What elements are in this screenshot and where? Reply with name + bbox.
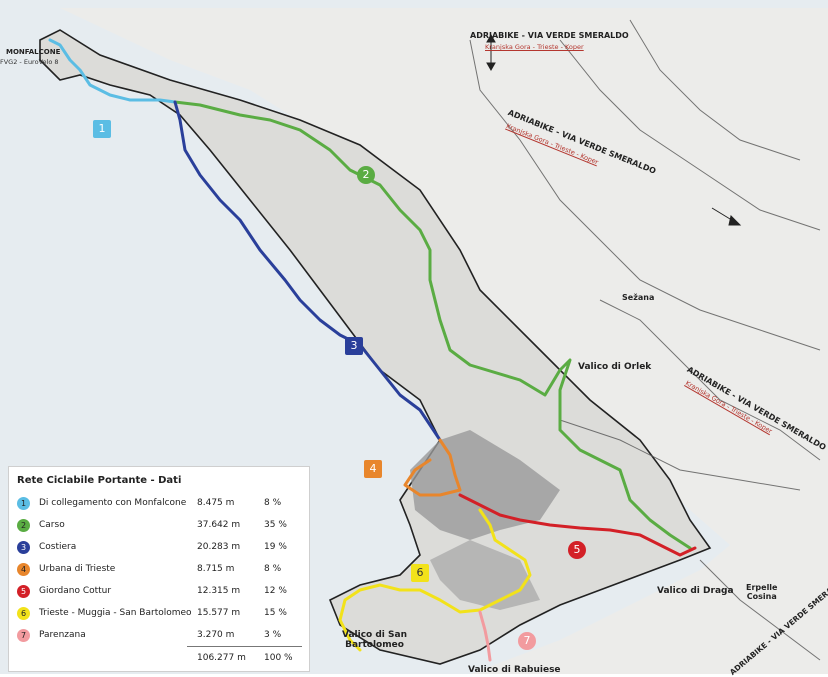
route-3-badge[interactable]: 3 <box>345 337 363 355</box>
legend-row-number: 7 <box>17 629 30 642</box>
legend-total-divider <box>187 646 302 647</box>
label-sezana: Sežana <box>622 293 655 302</box>
legend-row[interactable]: 2 Carso 37.642 m 35 % <box>17 518 305 534</box>
legend-row-percent: 19 % <box>264 542 287 552</box>
legend-row-name: Costiera <box>39 542 77 552</box>
route-1-line <box>48 38 177 104</box>
route-6-line <box>338 508 532 652</box>
legend-total-percent: 100 % <box>264 653 293 663</box>
label-valico-draga: Valico di Draga <box>657 586 734 596</box>
label-valico-rabuiese: Valico di Rabuiese <box>468 665 561 675</box>
legend-row-name: Trieste - Muggia - San Bartolomeo <box>39 608 192 618</box>
route-7-badge[interactable]: 7 <box>518 632 536 650</box>
legend-row-name: Carso <box>39 520 65 530</box>
legend-row[interactable]: 6 Trieste - Muggia - San Bartolomeo 15.5… <box>17 606 305 622</box>
legend-row-name: Giordano Cottur <box>39 586 112 596</box>
route-5-line <box>458 493 697 557</box>
legend-row-percent: 3 % <box>264 630 282 640</box>
legend-total-length: 106.277 m <box>197 653 246 663</box>
inland-area <box>60 8 828 674</box>
label-valico-orlek: Valico di Orlek <box>578 362 652 372</box>
legend-row-number: 3 <box>17 541 30 554</box>
adriabike-subtitle-1: Kranjska Gora - Trieste - Koper <box>485 43 584 51</box>
legend-row-number: 2 <box>17 519 30 532</box>
route-5-badge[interactable]: 5 <box>568 541 586 559</box>
legend-row-length: 37.642 m <box>197 520 241 530</box>
legend-row-percent: 8 % <box>264 498 282 508</box>
legend-row[interactable]: 3 Costiera 20.283 m 19 % <box>17 540 305 556</box>
adriabike-title-1: ADRIABIKE - VIA VERDE SMERALDO <box>470 31 629 40</box>
route-1-badge[interactable]: 1 <box>93 120 111 138</box>
legend-row-percent: 12 % <box>264 586 287 596</box>
legend-row-length: 15.577 m <box>197 608 241 618</box>
route-2-line <box>173 100 692 550</box>
legend-row-length: 20.283 m <box>197 542 241 552</box>
legend-row-percent: 35 % <box>264 520 287 530</box>
legend-row-length: 8.715 m <box>197 564 235 574</box>
legend-row-name: Parenzana <box>39 630 86 640</box>
legend-row[interactable]: 1 Di collegamento con Monfalcone 8.475 m… <box>17 496 305 512</box>
route-4-line <box>403 438 462 497</box>
legend-row-percent: 8 % <box>264 564 282 574</box>
label-eurovelo: FVG2 - EuroVelo 8 <box>0 58 59 66</box>
routes <box>48 38 697 662</box>
roads <box>469 19 821 661</box>
legend-panel: Rete Ciclabile Portante - Dati 1 Di coll… <box>8 466 310 672</box>
legend-row-number: 1 <box>17 497 30 510</box>
label-erpelle: Erpelle Cosina <box>746 583 778 601</box>
legend-row-number: 6 <box>17 607 30 620</box>
legend-row-number: 4 <box>17 563 30 576</box>
label-monfalcone: MONFALCONE <box>6 48 61 56</box>
route-3-line <box>173 100 442 442</box>
route-6-badge[interactable]: 6 <box>411 564 429 582</box>
route-4-badge[interactable]: 4 <box>364 460 382 478</box>
legend-row[interactable]: 7 Parenzana 3.270 m 3 % <box>17 628 305 644</box>
legend-row-name: Urbana di Trieste <box>39 564 116 574</box>
trieste-urban <box>410 430 560 540</box>
legend-row-length: 3.270 m <box>197 630 235 640</box>
legend-row[interactable]: 5 Giordano Cottur 12.315 m 12 % <box>17 584 305 600</box>
legend-row-length: 8.475 m <box>197 498 235 508</box>
legend-row-name: Di collegamento con Monfalcone <box>39 498 187 508</box>
legend-row-percent: 15 % <box>264 608 287 618</box>
legend-row[interactable]: 4 Urbana di Trieste 8.715 m 8 % <box>17 562 305 578</box>
legend-row-length: 12.315 m <box>197 586 241 596</box>
route-7-line <box>478 610 492 662</box>
legend-title: Rete Ciclabile Portante - Dati <box>17 475 182 486</box>
legend-row-number: 5 <box>17 585 30 598</box>
direction-arrows <box>486 33 742 226</box>
route-2-badge[interactable]: 2 <box>357 166 375 184</box>
label-valico-san-bartolomeo: Valico di San Bartolomeo <box>342 630 407 650</box>
